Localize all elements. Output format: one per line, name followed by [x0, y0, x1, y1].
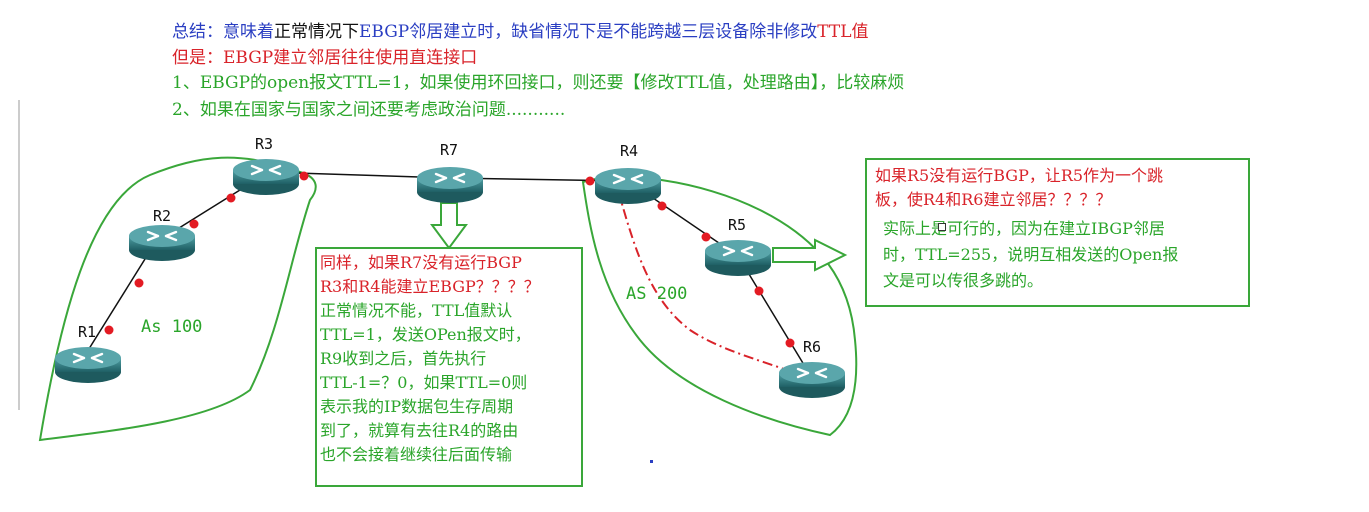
r5-explanation-box: 如果R5没有运行BGP，让R5作为一个跳 板，使R4和R6建立邻居？？？？ 实际… — [865, 158, 1250, 307]
as200-label: AS 200 — [626, 284, 688, 304]
router-label-r3: R3 — [255, 135, 274, 153]
as100-region — [38, 156, 317, 442]
r4-r6-dashed-path — [617, 189, 796, 374]
note-politics: 2、如果在国家与国家之间还要考虑政治问题........... — [172, 100, 566, 120]
r5-question-line-2: 板，使R4和R6建立邻居？？？？ — [875, 190, 1112, 209]
router-label-r5: R5 — [728, 216, 747, 234]
r7-explanation-box: 同样，如果R7没有运行BGP R3和R4能建立EBGP？？？？ 正常情况不能，T… — [315, 247, 583, 487]
right-arrow — [772, 238, 848, 272]
router-r7-icon — [415, 165, 485, 205]
cursor-marker — [938, 223, 946, 231]
r5-answer-line-2: 时，TTL=255，说明互相发送的Open报 — [883, 245, 1179, 264]
r7-question-line-1: 同样，如果R7没有运行BGP — [320, 253, 522, 272]
router-r3-icon — [231, 157, 301, 197]
summary-line: 总结：意味着正常情况下EBGP邻居建立时，缺省情况下是不能跨越三层设备除非修改T… — [172, 21, 869, 43]
router-r4-icon — [593, 166, 663, 206]
router-r2-icon — [127, 223, 197, 263]
r5-question-line-1: 如果R5没有运行BGP，让R5作为一个跳 — [875, 166, 1164, 185]
router-r1-icon — [53, 345, 123, 385]
down-arrow — [430, 202, 468, 250]
r7-answer-line-5: 表示我的IP数据包生存周期 — [320, 397, 514, 416]
r7-answer-line-3: R9收到之后，首先执行 — [320, 349, 487, 368]
r7-answer-line-2: TTL=1，发送OPen报文时， — [320, 325, 531, 344]
r7-answer-line-4: TTL-1=？0，如果TTL=0则 — [320, 373, 528, 392]
link-r5-r6 — [737, 255, 813, 379]
note-ttl-loopback: 1、EBGP的open报文TTL=1，如果使用环回接口，则还要【修改TTL值，处… — [172, 73, 905, 93]
summary-ttl: TTL值 — [817, 22, 869, 42]
summary-main: EBGP邻居建立时，缺省情况下是不能跨越三层设备除非修改 — [359, 22, 818, 42]
router-r5-icon — [703, 238, 773, 278]
router-label-r7: R7 — [440, 141, 459, 159]
link-r1-r2 — [81, 242, 156, 361]
router-label-r6: R6 — [803, 338, 822, 356]
router-label-r1: R1 — [78, 323, 97, 341]
router-r6-icon — [777, 360, 847, 400]
note-direct-interface: 但是：EBGP建立邻居往往使用直连接口 — [172, 48, 478, 68]
summary-mid: 下 — [342, 22, 359, 42]
stray-dot — [650, 460, 653, 463]
router-label-r4: R4 — [620, 142, 639, 160]
r7-answer-line-6: 到了，就算有去往R4的路由 — [320, 421, 519, 440]
summary-prefix: 总结：意味着 — [172, 22, 274, 42]
r7-question-line-2: R3和R4能建立EBGP？？？？ — [320, 277, 540, 296]
as100-label: As 100 — [141, 317, 203, 337]
r5-answer-line-3: 文是可以传很多跳的。 — [883, 271, 1044, 290]
r7-answer-line-7: 也不会接着继续往后面传输 — [320, 445, 513, 464]
summary-normal: 正常情况 — [274, 22, 342, 42]
interface-dots — [104, 171, 795, 348]
r7-answer-line-1: 正常情况不能，TTL值默认 — [320, 301, 513, 320]
r5-answer-line-1: 实际上是可行的，因为在建立IBGP邻居 — [883, 219, 1165, 238]
as200-region — [581, 176, 858, 437]
router-label-r2: R2 — [153, 207, 172, 225]
